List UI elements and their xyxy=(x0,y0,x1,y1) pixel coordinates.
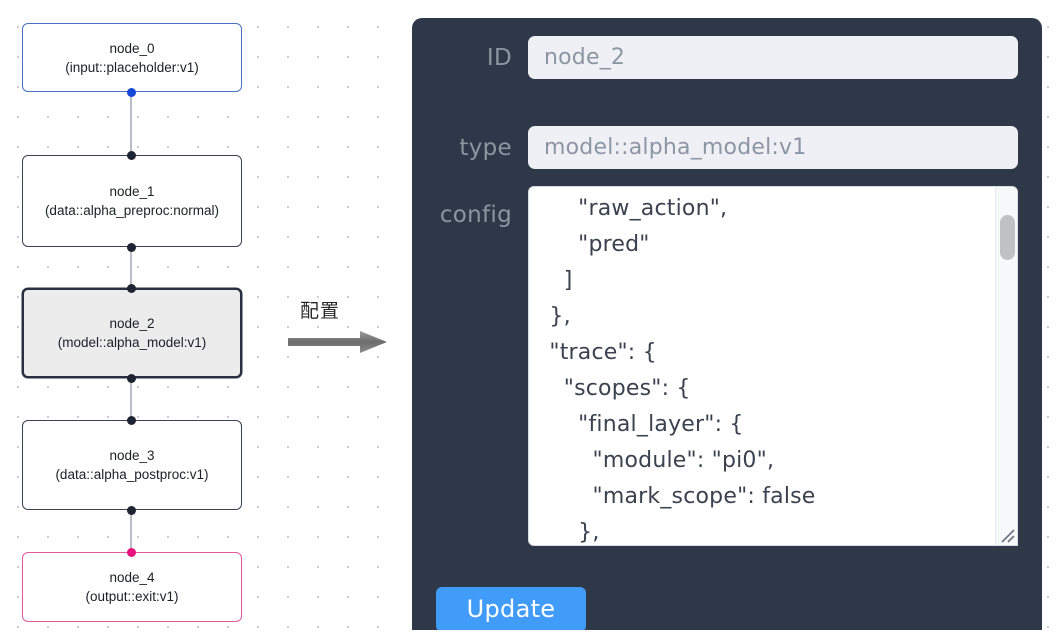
edge-node1-node2 xyxy=(130,247,132,288)
graph-node-node_1[interactable]: node_1 (data::alpha_preproc:normal) xyxy=(22,155,242,247)
graph-node-title: node_4 xyxy=(109,570,155,585)
node-config-panel: ID type config "raw_action", "pred" ] },… xyxy=(412,18,1042,630)
port-node_2-out[interactable] xyxy=(126,373,136,383)
graph-node-subtitle: (data::alpha_preproc:normal) xyxy=(44,203,220,218)
id-input[interactable] xyxy=(528,36,1018,79)
port-node_2-in[interactable] xyxy=(126,283,136,293)
resize-handle-icon[interactable] xyxy=(998,526,1016,544)
port-node_0-out[interactable] xyxy=(126,87,136,97)
annotation-arrow-group: 配置 xyxy=(288,296,394,360)
port-node_1-out[interactable] xyxy=(126,242,136,252)
edge-node2-node3 xyxy=(130,378,132,420)
config-scrollbar[interactable] xyxy=(995,187,1017,545)
field-row-config: config "raw_action", "pred" ] }, "trace"… xyxy=(412,186,1018,546)
graph-canvas[interactable]: node_0 (input::placeholder:v1) node_1 (d… xyxy=(0,0,400,643)
config-editor[interactable]: "raw_action", "pred" ] }, "trace": { "sc… xyxy=(528,186,1018,546)
edge-node3-node4 xyxy=(130,510,132,552)
graph-node-node_2[interactable]: node_2 (model::alpha_model:v1) xyxy=(22,288,242,378)
port-node_4-in[interactable] xyxy=(126,547,136,557)
right-arrow-icon xyxy=(288,331,387,353)
graph-node-subtitle: (data::alpha_postproc:v1) xyxy=(55,467,209,482)
graph-node-node_4[interactable]: node_4 (output::exit:v1) xyxy=(22,552,242,622)
field-row-id: ID xyxy=(412,36,1018,79)
annotation-label: 配置 xyxy=(300,300,341,322)
id-field-label: ID xyxy=(486,44,512,71)
config-field-label: config xyxy=(439,202,512,228)
graph-node-title: node_0 xyxy=(109,40,155,56)
graph-node-subtitle: (model::alpha_model:v1) xyxy=(57,335,207,350)
port-node_3-out[interactable] xyxy=(126,505,136,515)
type-input[interactable] xyxy=(528,126,1018,169)
config-scrollbar-thumb[interactable] xyxy=(1000,215,1015,260)
update-button[interactable]: Update xyxy=(436,587,586,630)
config-textarea[interactable]: "raw_action", "pred" ] }, "trace": { "sc… xyxy=(529,187,989,545)
graph-node-node_3[interactable]: node_3 (data::alpha_postproc:v1) xyxy=(22,420,242,510)
field-row-type: type xyxy=(412,126,1018,169)
graph-node-title: node_1 xyxy=(109,184,155,199)
graph-node-subtitle: (input::placeholder:v1) xyxy=(65,59,199,75)
port-node_1-in[interactable] xyxy=(126,150,136,160)
graph-node-title: node_2 xyxy=(109,316,155,331)
edge-node0-node1 xyxy=(130,92,132,155)
type-field-label: type xyxy=(459,134,512,161)
graph-node-node_0[interactable]: node_0 (input::placeholder:v1) xyxy=(22,23,242,92)
port-node_3-in[interactable] xyxy=(126,415,136,425)
graph-node-title: node_3 xyxy=(109,448,155,463)
graph-node-subtitle: (output::exit:v1) xyxy=(85,589,179,604)
